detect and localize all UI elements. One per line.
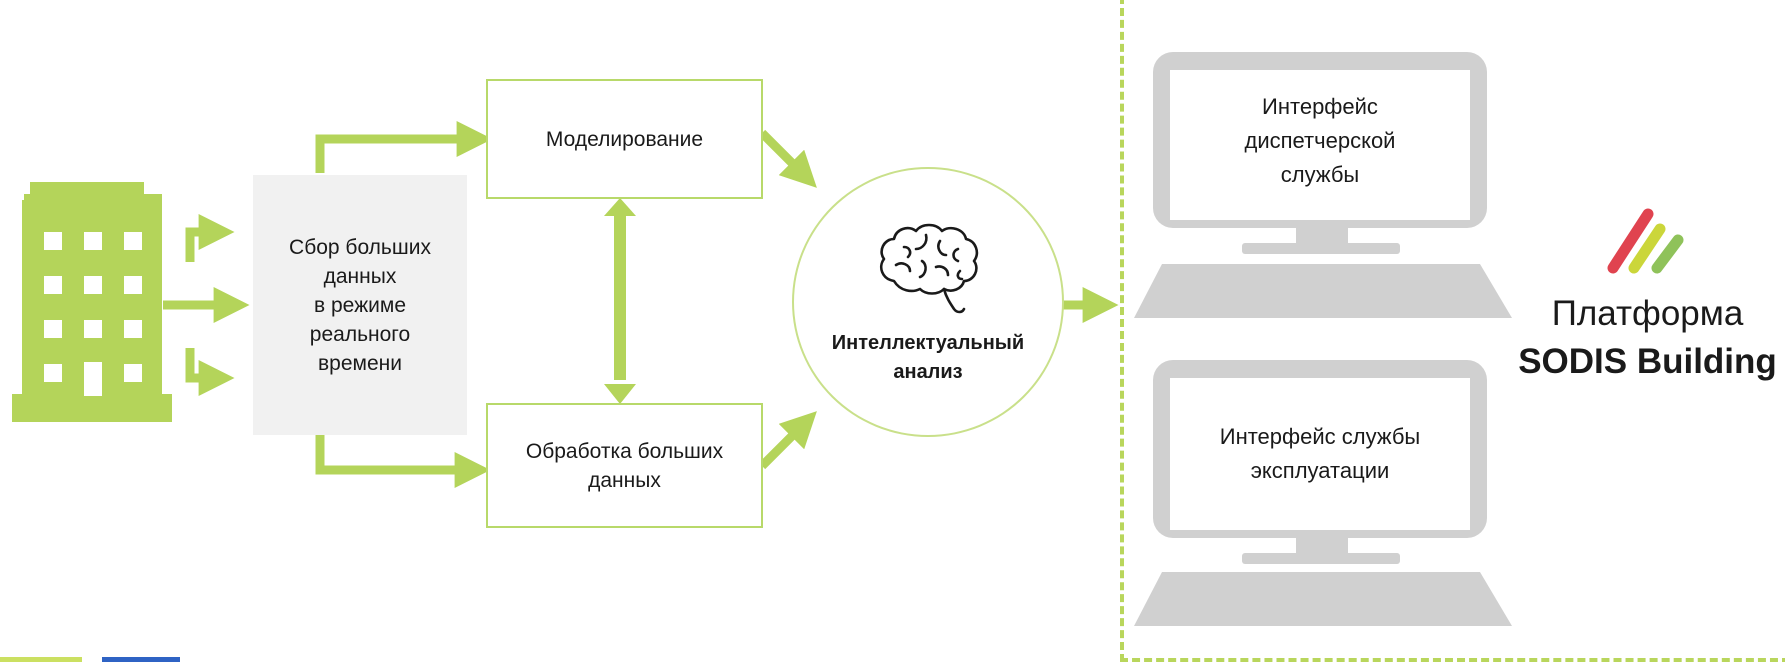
analysis-label-line: Интеллектуальный xyxy=(831,332,1025,354)
modeling-box: Моделирование xyxy=(486,79,763,199)
building-icon xyxy=(12,182,172,422)
dispatch-interface-line: службы xyxy=(1280,162,1360,187)
arrow-modeling-to-analysis xyxy=(758,129,817,188)
platform-line2: SODIS Building xyxy=(1518,342,1777,381)
operations-interface-label: Интерфейс службы эксплуатации xyxy=(1170,420,1470,488)
dispatch-interface-line: Интерфейс xyxy=(1262,94,1378,119)
sodis-logo-icon xyxy=(1607,208,1684,274)
collect-label-line: времени xyxy=(318,351,402,375)
arrow-processing-to-analysis xyxy=(758,411,817,470)
corner-mark-yellow xyxy=(0,657,82,662)
brain-icon xyxy=(880,223,979,314)
corner-mark-blue xyxy=(102,657,180,662)
collect-big-data-box: Сбор больших данных в режиме реального в… xyxy=(253,175,467,435)
processing-box: Обработка больших данных xyxy=(486,403,763,528)
modeling-label: Моделирование xyxy=(545,127,704,151)
operations-interface-line: эксплуатации xyxy=(1250,458,1390,483)
arrow-to-modeling xyxy=(315,121,493,173)
collect-label-line: в режиме xyxy=(313,293,406,317)
monitor-icon xyxy=(1134,360,1512,626)
collect-label-line: Сбор больших xyxy=(289,235,431,259)
platform-line1: Платформа xyxy=(1551,294,1744,333)
interfaces-group-frame xyxy=(1120,0,1785,662)
building-arrows xyxy=(163,214,250,396)
collect-label-line: реального xyxy=(309,322,411,346)
processing-label-line: данных xyxy=(588,468,661,492)
arrow-building-upper xyxy=(185,214,235,262)
processing-label-line: Обработка больших xyxy=(525,439,724,463)
platform-name: Платформа SODIS Building xyxy=(1510,290,1785,386)
monitor-icon xyxy=(1134,52,1512,318)
operations-interface-line: Интерфейс службы xyxy=(1219,424,1421,449)
arrow-bidirectional xyxy=(604,198,636,404)
analysis-circle: Интеллектуальный анализ xyxy=(792,167,1064,437)
arrow-to-processing xyxy=(315,433,491,488)
arrow-building-lower xyxy=(185,348,235,396)
dispatch-interface-label: Интерфейс диспетчерской службы xyxy=(1170,90,1470,192)
analysis-label-line: анализ xyxy=(893,361,963,383)
collect-label-line: данных xyxy=(323,264,397,288)
dispatch-interface-line: диспетчерской xyxy=(1244,128,1396,153)
